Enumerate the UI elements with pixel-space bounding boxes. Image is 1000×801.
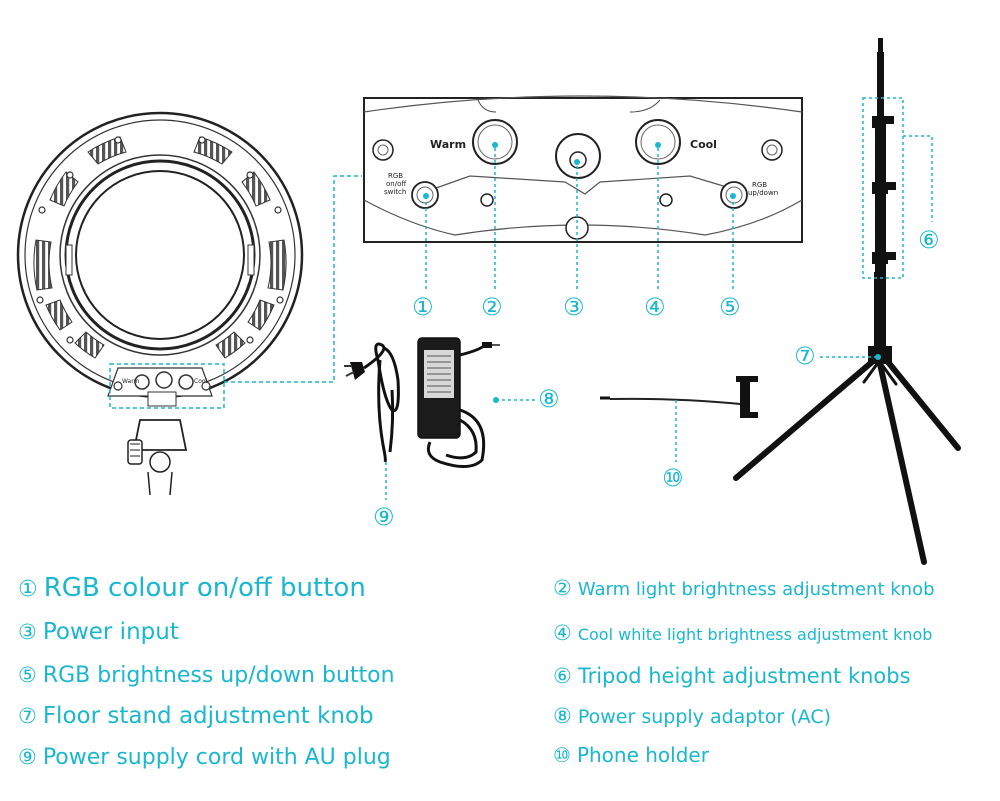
panel-rgb-updown-line1: RGB [752, 181, 767, 189]
panel-rgb-switch-line1: RGB [388, 172, 403, 180]
callout-9: ⑨ [373, 503, 395, 531]
legend-text-9: Power supply cord with AU plug [42, 745, 391, 770]
callout-7: ⑦ [794, 342, 816, 370]
ring-cool-label: Cool [194, 378, 208, 385]
legend-text-5: RGB brightness up/down button [42, 663, 395, 688]
legend-num-4: ④ [553, 621, 572, 645]
legend-text-8: Power supply adaptor (AC) [577, 706, 832, 728]
callout-6: ⑥ [918, 226, 940, 254]
callout-1: ① [412, 293, 434, 321]
panel-cool-label: Cool [690, 138, 717, 151]
legend-text-10: Phone holder [576, 743, 709, 767]
panel-detail: Warm Cool RGB on/off switch RGB up/down [363, 95, 803, 243]
legend-num-5: ⑤ [18, 663, 37, 687]
legend-num-6: ⑥ [553, 664, 572, 688]
callout-2: ② [481, 293, 503, 321]
legend-text-4: Cool white light brightness adjustment k… [577, 625, 933, 644]
phone-holder [600, 376, 758, 418]
legend-item-4: ④ Cool white light brightness adjustment … [553, 621, 932, 645]
legend-num-1: ① [18, 577, 38, 602]
legend-num-7: ⑦ [18, 704, 37, 728]
legend-num-9: ⑨ [18, 745, 37, 769]
callout-10: ⑩ [662, 464, 684, 492]
legend-num-3: ③ [18, 620, 37, 644]
legend-num-8: ⑧ [553, 704, 572, 728]
callout-3: ③ [563, 293, 585, 321]
ring-warm-label: Warm [122, 378, 140, 385]
legend-num-10: ⑩ [553, 743, 571, 767]
callout-8: ⑧ [538, 385, 560, 413]
legend-text-2: Warm light brightness adjustment knob [577, 579, 935, 600]
panel-rgb-updown-line2: up/down [748, 189, 778, 197]
tripod [733, 38, 961, 565]
panel-warm-label: Warm [430, 138, 466, 151]
legend-text-6: Tripod height adjustment knobs [577, 664, 911, 688]
callout-5: ⑤ [719, 293, 741, 321]
power-cord [344, 342, 400, 463]
panel-rgb-switch-line3: switch [384, 188, 406, 196]
legend-text-7: Floor stand adjustment knob [42, 703, 374, 729]
power-adaptor [417, 337, 500, 468]
legend-num-2: ② [553, 576, 572, 600]
panel-rgb-switch-line2: on/off [386, 180, 406, 188]
callout-4: ④ [644, 293, 666, 321]
ring-light [16, 111, 304, 496]
legend-text-3: Power input [42, 619, 179, 645]
legend-text-1: RGB colour on/off button [43, 573, 366, 603]
